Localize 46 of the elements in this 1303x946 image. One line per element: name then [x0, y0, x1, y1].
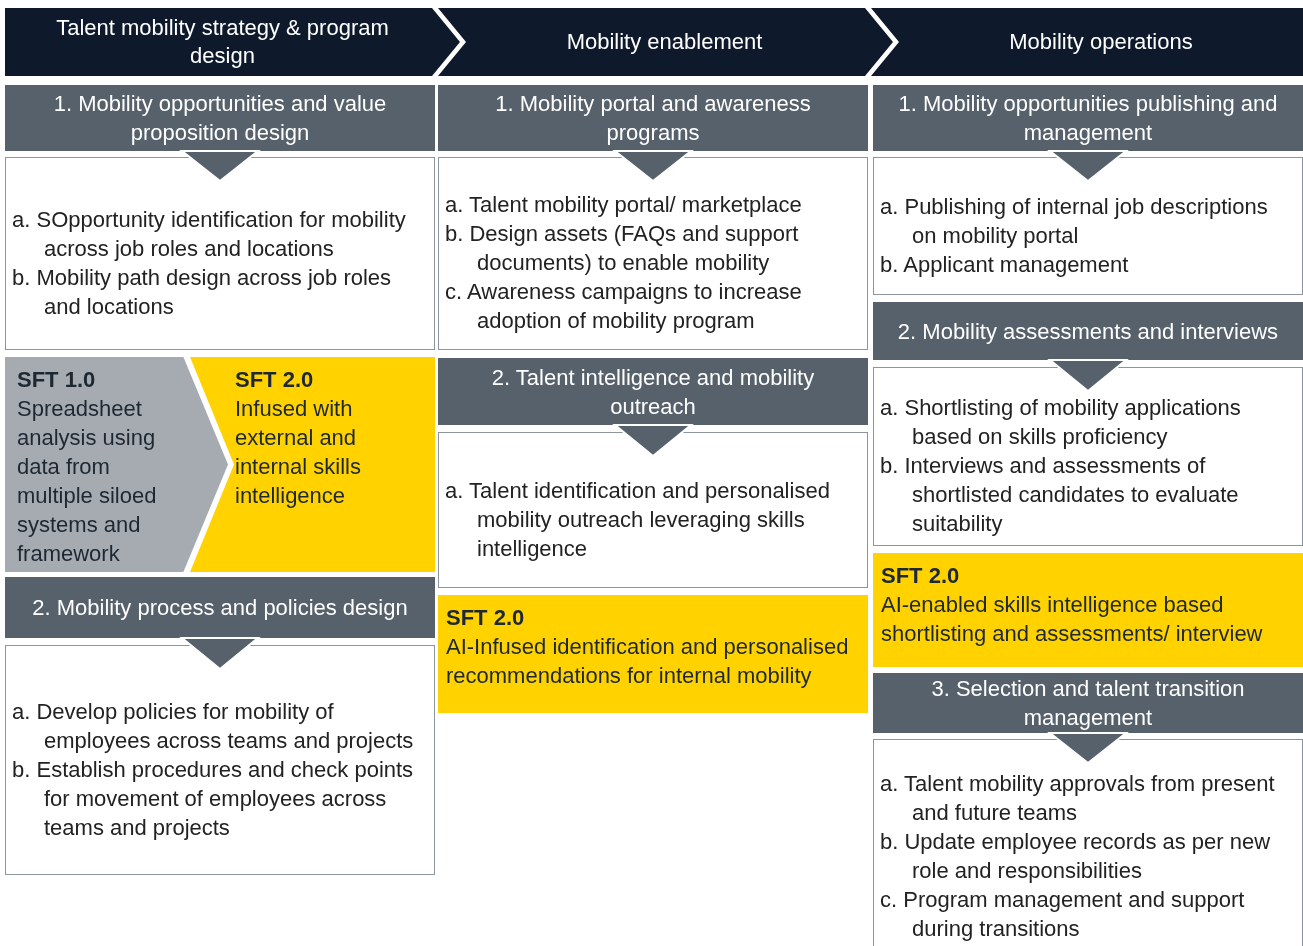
- sft-description: Spreadsheet analysis using data from multiple siloed systems and framework: [17, 395, 158, 568]
- down-chevron-arrow: [1047, 359, 1129, 393]
- sft-description: AI-enabled skills intelligence based shortlisting and assessments/ interview: [881, 591, 1264, 648]
- section-title: 1. Mobility opportunities and value proposition design: [52, 90, 388, 147]
- phase-title: Mobility operations: [1009, 28, 1193, 56]
- content-card: [438, 432, 868, 588]
- sft-panel: [5, 357, 228, 572]
- sft-description: Infused with external and internal skills intelligence: [235, 395, 362, 510]
- down-chevron-arrow: [612, 150, 694, 183]
- content-card: [873, 367, 1303, 546]
- phase-title: Talent mobility strategy & program design: [55, 14, 390, 70]
- sft-label: SFT 2.0: [235, 366, 315, 394]
- sft-description: AI-Infused identification and personalised recommendations for internal mobility: [446, 633, 850, 690]
- down-chevron-arrow: [1047, 150, 1129, 183]
- list-item: b. Establish procedures and check points for movement of employees across teams and projects: [12, 755, 415, 842]
- sft-label: SFT 2.0: [881, 562, 961, 590]
- list-item: a. Talent identification and personalised mobility outreach leveraging skills intelligence: [445, 476, 831, 563]
- down-chevron-arrow: [1047, 732, 1129, 765]
- list-item: a. Talent mobility portal/ marketplace: [445, 191, 803, 219]
- list-item: b. Interviews and assessments of shortlisted candidates to evaluate suitability: [880, 452, 1240, 538]
- content-card: [5, 645, 435, 875]
- list-item: b. Mobility path design across job roles and locations: [12, 263, 393, 321]
- content-card: [5, 157, 435, 350]
- down-chevron-arrow: [612, 424, 694, 458]
- sft-highlight-box: [873, 553, 1303, 667]
- phase-banner: [871, 8, 1303, 76]
- list-item: b. Applicant management: [880, 250, 1130, 279]
- section-title: 2. Mobility process and policies design: [32, 594, 408, 622]
- sft-label: SFT 2.0: [446, 604, 526, 632]
- content-card: [873, 739, 1303, 946]
- sft-highlight-box: [190, 357, 435, 572]
- content-card: [873, 157, 1303, 295]
- list-item: c. Awareness campaigns to increase adoption of mobility program: [445, 278, 803, 335]
- section-title: 2. Mobility assessments and interviews: [897, 317, 1279, 346]
- content-card: [438, 157, 868, 350]
- down-chevron-arrow: [179, 637, 261, 671]
- section-title: 3. Selection and talent transition management: [930, 675, 1246, 732]
- phase-banner: [5, 8, 460, 76]
- list-item: c. Program management and support during transitions: [880, 885, 1246, 943]
- sft-highlight-box: [438, 595, 868, 713]
- section-title: 1. Mobility portal and awareness programs: [494, 90, 812, 147]
- down-chevron-arrow: [179, 150, 261, 183]
- section-title: 1. Mobility opportunities publishing and management: [897, 90, 1279, 147]
- section-title: 2. Talent intelligence and mobility outreach: [490, 363, 816, 421]
- sft-label: SFT 1.0: [17, 366, 97, 394]
- phase-title: Mobility enablement: [566, 28, 763, 56]
